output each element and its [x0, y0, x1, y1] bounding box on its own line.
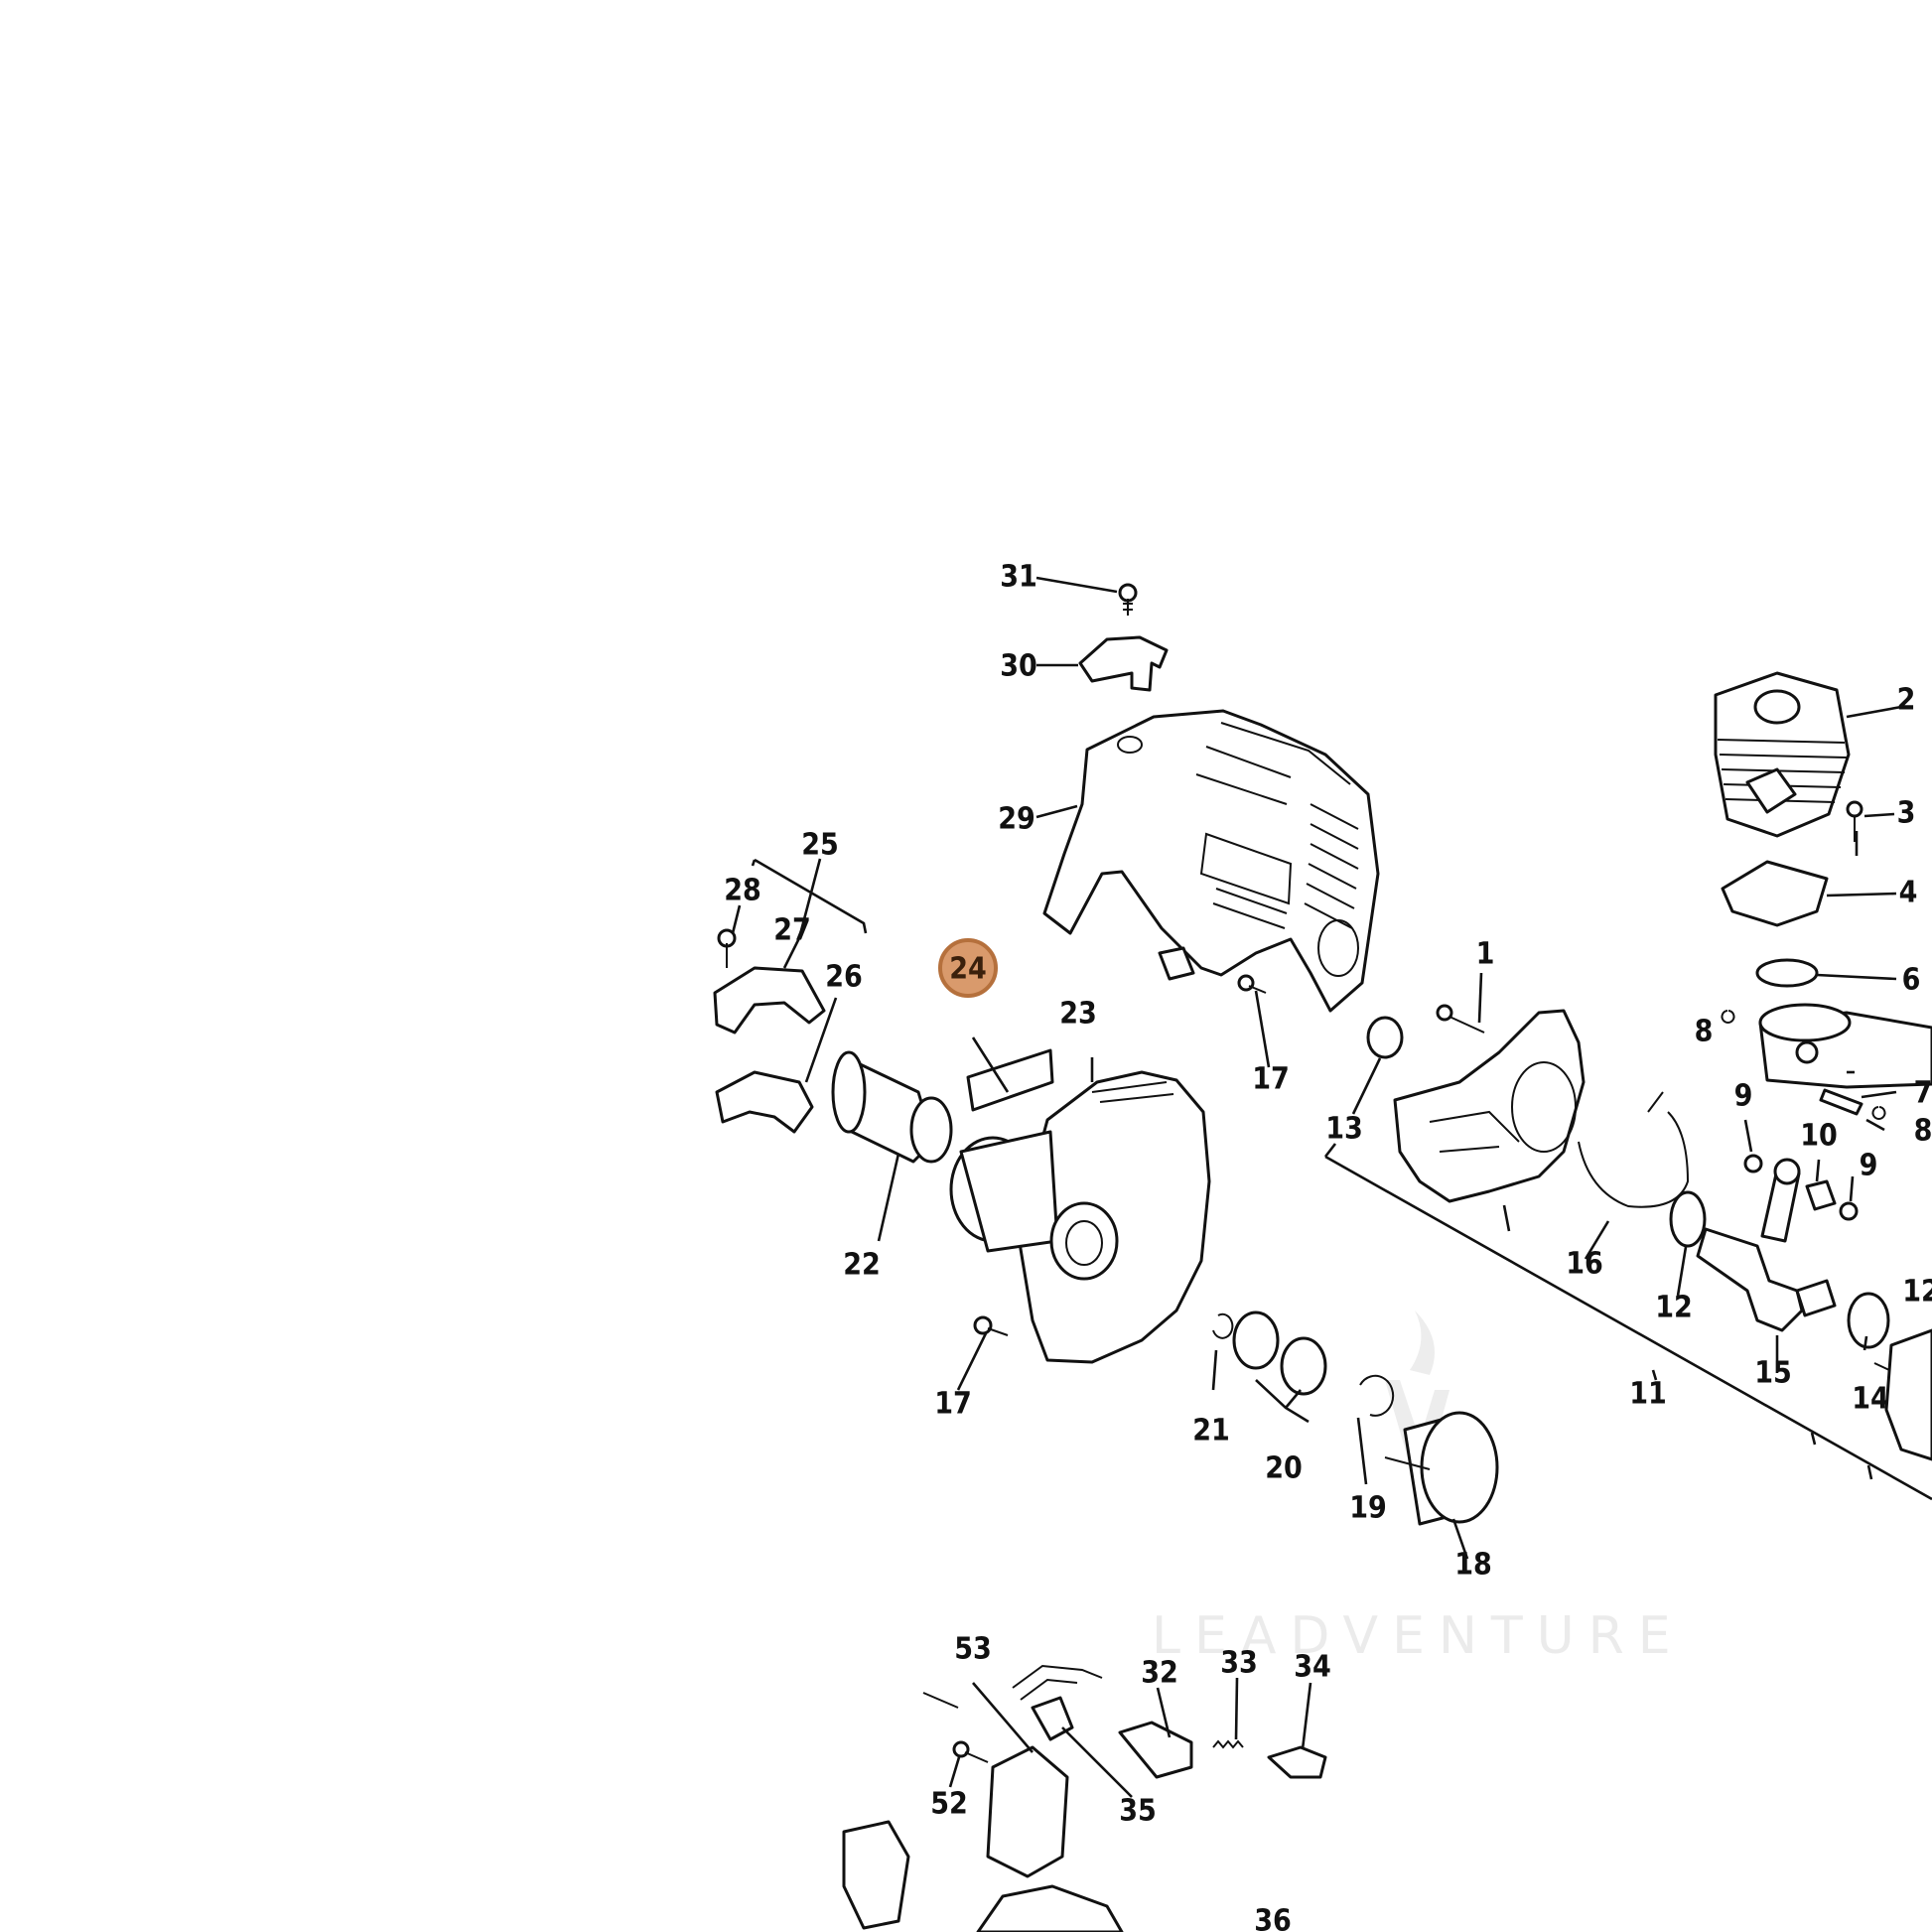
part-31-screw	[1118, 583, 1138, 616]
label-part-9-right[interactable]: 9	[1860, 1149, 1878, 1183]
label-part-10[interactable]: 10	[1800, 1119, 1838, 1154]
label-part-20[interactable]: 20	[1265, 1451, 1303, 1486]
label-part-12-right[interactable]: 12	[1902, 1275, 1932, 1310]
part-9-washer-left	[1743, 1154, 1763, 1173]
part-24-decal	[966, 1048, 1054, 1112]
label-part-2[interactable]: 2	[1897, 683, 1916, 718]
label-part-25[interactable]: 25	[801, 828, 839, 863]
part-7-pin	[1819, 1088, 1863, 1116]
label-part-6[interactable]: 6	[1902, 963, 1921, 998]
part-labels: 1 2 3 4 6 7 8 8 9 9 10 11 12 12 13 14 15…	[724, 560, 1932, 1932]
part-34-spark-plug	[1267, 1745, 1327, 1779]
label-part-14[interactable]: 14	[1852, 1382, 1889, 1417]
part-14-component	[1884, 1328, 1932, 1461]
leader-lines	[731, 576, 1932, 1798]
part-29-engine-cover	[1042, 709, 1380, 1013]
label-part-4[interactable]: 4	[1899, 876, 1918, 910]
label-part-35[interactable]: 35	[1119, 1794, 1157, 1829]
part-28-bolt	[717, 928, 737, 968]
label-part-33[interactable]: 33	[1220, 1646, 1258, 1681]
label-part-24[interactable]: 24	[949, 952, 987, 987]
part-3-bolt	[1846, 800, 1863, 842]
part-8-clip-lower	[1871, 1106, 1886, 1120]
label-part-17-lower[interactable]: 17	[934, 1387, 972, 1422]
part-piston	[1758, 1003, 1932, 1089]
part-15-crankshaft	[1696, 1158, 1837, 1332]
part-18-clutch-drum	[1384, 1411, 1499, 1526]
part-4-gasket	[1721, 860, 1829, 927]
part-36-component	[976, 1884, 1124, 1932]
label-part-26[interactable]: 26	[825, 960, 863, 995]
part-30-cap	[1078, 635, 1169, 692]
part-16-gasket	[1578, 1091, 1690, 1208]
part-52-screw	[952, 1740, 989, 1763]
label-part-17-upper[interactable]: 17	[1252, 1062, 1290, 1097]
label-part-11[interactable]: 11	[1629, 1377, 1667, 1412]
label-part-31[interactable]: 31	[1000, 560, 1037, 595]
label-part-22[interactable]: 22	[843, 1248, 881, 1283]
part-13-seal	[1366, 1016, 1404, 1059]
part-8-clip-upper	[1721, 1010, 1735, 1024]
label-part-36[interactable]: 36	[1254, 1904, 1292, 1932]
part-6-ring	[1755, 958, 1819, 988]
label-part-12-left[interactable]: 12	[1655, 1291, 1693, 1325]
label-part-29[interactable]: 29	[998, 802, 1035, 837]
part-11-crankcase	[1393, 1009, 1586, 1203]
label-part-3[interactable]: 3	[1897, 796, 1916, 831]
label-part-19[interactable]: 19	[1349, 1491, 1387, 1526]
part-14-pin	[1873, 1362, 1890, 1371]
label-part-1[interactable]: 1	[1476, 937, 1495, 972]
part-19-clip	[1359, 1374, 1395, 1417]
watermark-logo-icon	[1385, 1311, 1449, 1499]
label-part-7[interactable]: 7	[1914, 1076, 1932, 1111]
label-part-8-lower[interactable]: 8	[1914, 1114, 1932, 1149]
part-2-cylinder	[1714, 671, 1851, 838]
watermark-text: LEADVENTURE	[1152, 1606, 1685, 1666]
label-part-15[interactable]: 15	[1754, 1356, 1792, 1391]
part-17-screw-upper	[1237, 974, 1267, 994]
part-12-bearing-right	[1847, 1292, 1890, 1349]
part-26-bracket	[715, 1070, 814, 1134]
label-part-18[interactable]: 18	[1454, 1548, 1492, 1583]
part-33-spring	[1212, 1739, 1244, 1749]
label-part-27[interactable]: 27	[773, 913, 811, 948]
part-35-wire	[1012, 1664, 1103, 1701]
label-part-16[interactable]: 16	[1566, 1247, 1603, 1282]
label-part-30[interactable]: 30	[1000, 649, 1037, 684]
label-part-32[interactable]: 32	[1141, 1656, 1178, 1691]
label-part-34[interactable]: 34	[1294, 1650, 1331, 1685]
label-part-23[interactable]: 23	[1059, 997, 1097, 1032]
part-21-clip	[1212, 1312, 1234, 1339]
part-drawings	[713, 583, 1932, 1932]
part-20-bearing-a	[1232, 1311, 1280, 1370]
label-part-53[interactable]: 53	[954, 1632, 992, 1667]
part-9-washer-right	[1839, 1201, 1859, 1221]
part-20-bearing-b	[1280, 1336, 1327, 1396]
label-part-8-upper[interactable]: 8	[1695, 1015, 1714, 1049]
label-part-9-left[interactable]: 9	[1734, 1079, 1753, 1114]
watermark: LEADVENTURE	[1152, 1311, 1685, 1666]
part-22-tube	[831, 1050, 953, 1164]
highlight-marker-24[interactable]	[938, 938, 998, 998]
part-53-lead	[922, 1692, 959, 1709]
part-17-screw-lower	[973, 1315, 1009, 1336]
label-part-52[interactable]: 52	[930, 1787, 968, 1822]
part-12-bearing-left	[1669, 1190, 1707, 1248]
label-part-13[interactable]: 13	[1325, 1112, 1363, 1147]
part-1-bolt	[1436, 1004, 1485, 1034]
part-27-bracket	[713, 966, 826, 1035]
part-module-left	[842, 1820, 910, 1930]
part-10-needle-bearing	[1805, 1179, 1837, 1211]
part-23-fan-housing	[949, 1070, 1211, 1364]
part-53-coil	[986, 1745, 1069, 1878]
label-part-21[interactable]: 21	[1192, 1414, 1230, 1449]
label-part-28[interactable]: 28	[724, 874, 761, 908]
part-32-spark-boot	[1118, 1721, 1193, 1779]
